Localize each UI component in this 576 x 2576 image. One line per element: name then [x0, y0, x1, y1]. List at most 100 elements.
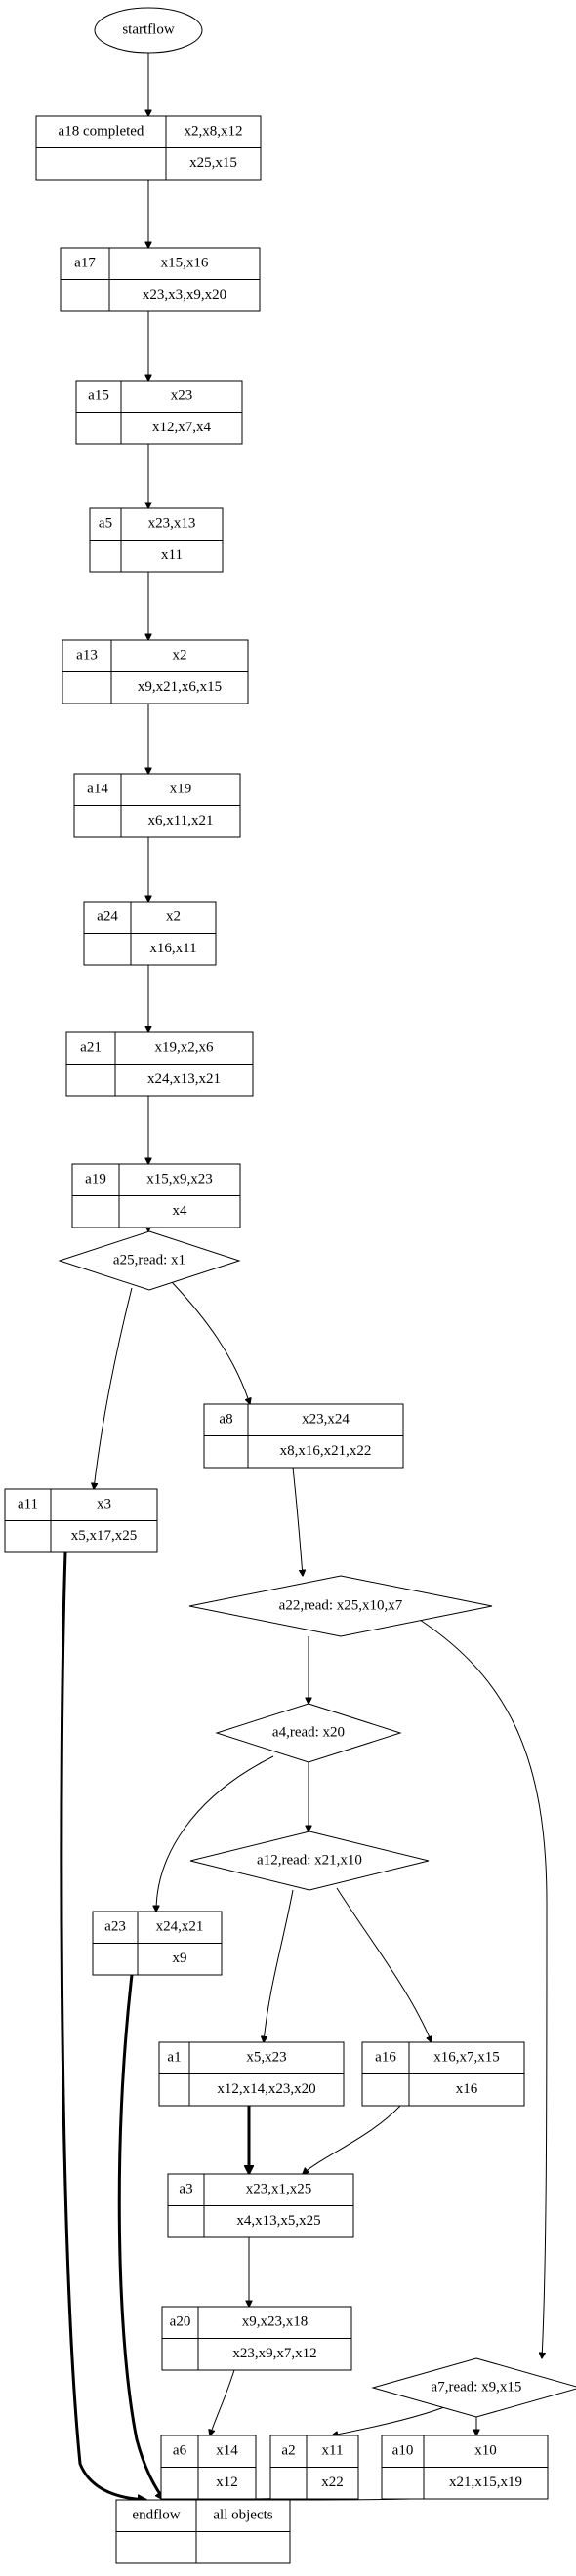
table-top-value: x15,x16 [161, 256, 209, 271]
table-name: a18 completed [59, 124, 144, 140]
table-top-value: x3 [97, 1497, 111, 1512]
decision-a22: a22,read: x25,x10,x7 [188, 1575, 493, 1637]
table-name: a3 [179, 2182, 192, 2197]
end-left-label: endflow [132, 2507, 180, 2522]
table-top-value: x14 [216, 2443, 238, 2459]
table-a10: a10 x10 x21,x15,x19 [381, 2435, 549, 2500]
edge-a4-a23 [156, 1755, 274, 1912]
table-top-value: x16,x7,x15 [433, 2050, 500, 2066]
decision-a12: a12,read: x21,x10 [189, 1831, 430, 1891]
table-bottom-value: x11 [161, 547, 183, 563]
decision-a7: a7,read: x9,x15 [371, 2357, 576, 2418]
decision-label: a12,read: x21,x10 [257, 1852, 362, 1868]
table-name: a10 [392, 2443, 414, 2459]
edge-a25-a11 [94, 1287, 133, 1489]
table-name: a24 [97, 909, 118, 925]
table-bottom-value: x12,x14,x23,x20 [217, 2081, 315, 2097]
start-ellipse [94, 7, 203, 54]
end-right-label: all objects [213, 2507, 272, 2522]
decision-a4: a4,read: x20 [215, 1703, 402, 1763]
table-bottom-value: x9 [173, 1951, 187, 1966]
decision-diamond [189, 1831, 430, 1891]
edge-a22-a7 [419, 1619, 548, 2358]
table-name: a8 [219, 1412, 232, 1428]
table-top-value: x2,x8,x12 [185, 124, 243, 140]
table-a23: a23 x24,x21 x9 [92, 1911, 223, 1976]
table-name: a11 [18, 1497, 38, 1512]
table-bottom-value: x4 [173, 1203, 188, 1219]
table-a3: a3 x23,x1,x25 x4,x13,x5,x25 [167, 2173, 354, 2238]
table-bottom-value: x16,x11 [149, 941, 196, 956]
decision-diamond [371, 2357, 576, 2418]
edge-a16-a3 [303, 2105, 401, 2174]
table-name: a2 [281, 2443, 295, 2459]
table-top-value: x23,x13 [148, 516, 196, 532]
table-a24: a24 x2 x16,x11 [83, 901, 217, 966]
table-a5: a5 x23,x13 x11 [89, 507, 224, 573]
table-name: a1 [167, 2050, 181, 2066]
decision-label: a7,read: x9,x15 [432, 2379, 522, 2395]
table-name: a17 [74, 256, 96, 271]
edge-a25-a8 [171, 1281, 250, 1404]
table-a13: a13 x2 x9,x21,x6,x15 [62, 639, 249, 704]
table-name: a16 [375, 2050, 396, 2066]
edge-a11-end [60, 1551, 146, 2500]
table-bottom-value: x23,x9,x7,x12 [232, 2346, 316, 2361]
table-bottom-value: x21,x15,x19 [449, 2475, 522, 2490]
table-top-value: x15,x9,x23 [146, 1172, 213, 1187]
table-top-value: x10 [474, 2443, 497, 2459]
decision-label: a4,read: x20 [272, 1724, 345, 1740]
decision-a25: a25,read: x1 [58, 1230, 241, 1291]
table-name: a21 [80, 1040, 102, 1056]
table-top-value: x24,x21 [156, 1919, 204, 1935]
table-bottom-value: x25,x15 [189, 155, 237, 171]
table-a1: a1 x5,x23 x12,x14,x23,x20 [158, 2041, 345, 2107]
table-a21: a21 x19,x2,x6 x24,x13,x21 [65, 1031, 254, 1097]
edge-a7-a2 [332, 2406, 445, 2435]
table-a16: a16 x16,x7,x15 x16 [361, 2041, 525, 2107]
table-bottom-value: x12 [216, 2475, 238, 2490]
table-bottom-value: x9,x21,x6,x15 [138, 679, 222, 695]
edge-a20-a6 [210, 2369, 235, 2435]
table-top-value: x2 [173, 648, 187, 664]
start-label: startflow [122, 21, 174, 37]
table-bottom-value: x16 [456, 2081, 478, 2097]
end-node: endflow all objects [115, 2499, 291, 2564]
table-top-value: x11 [322, 2443, 344, 2459]
decision-diamond [215, 1703, 402, 1763]
table-bottom-value: x24,x13,x21 [147, 1071, 221, 1087]
table-top-value: x5,x23 [246, 2050, 286, 2066]
table-name: a13 [76, 648, 98, 664]
start-node: startflow [94, 7, 203, 54]
decision-label: a22,read: x25,x10,x7 [279, 1597, 403, 1613]
table-top-value: x19,x2,x6 [155, 1040, 215, 1056]
table-top-value: x23 [171, 388, 193, 404]
table-a18: a18 completed x2,x8,x12 x25,x15 [35, 115, 262, 181]
edge-a23-end [117, 1974, 164, 2500]
table-bottom-value: x6,x11,x21 [148, 813, 214, 828]
table-bottom-value: x4,x13,x5,x25 [236, 2213, 320, 2229]
table-top-value: x23,x1,x25 [246, 2182, 312, 2197]
table-bottom-value: x22 [321, 2475, 344, 2490]
table-name: a20 [170, 2314, 191, 2330]
table-name: a23 [104, 1919, 126, 1935]
edge-a12-a16 [336, 1887, 432, 2042]
table-name: a5 [99, 516, 112, 532]
decision-label: a25,read: x1 [113, 1252, 185, 1268]
table-top-value: x19 [170, 782, 192, 797]
table-a2: a2 x11 x22 [269, 2435, 359, 2500]
decision-diamond [58, 1230, 241, 1291]
table-name: a19 [85, 1172, 106, 1187]
decision-diamond [188, 1575, 493, 1637]
table-top-value: x2 [166, 909, 181, 925]
table-top-value: x23,x24 [302, 1412, 350, 1428]
